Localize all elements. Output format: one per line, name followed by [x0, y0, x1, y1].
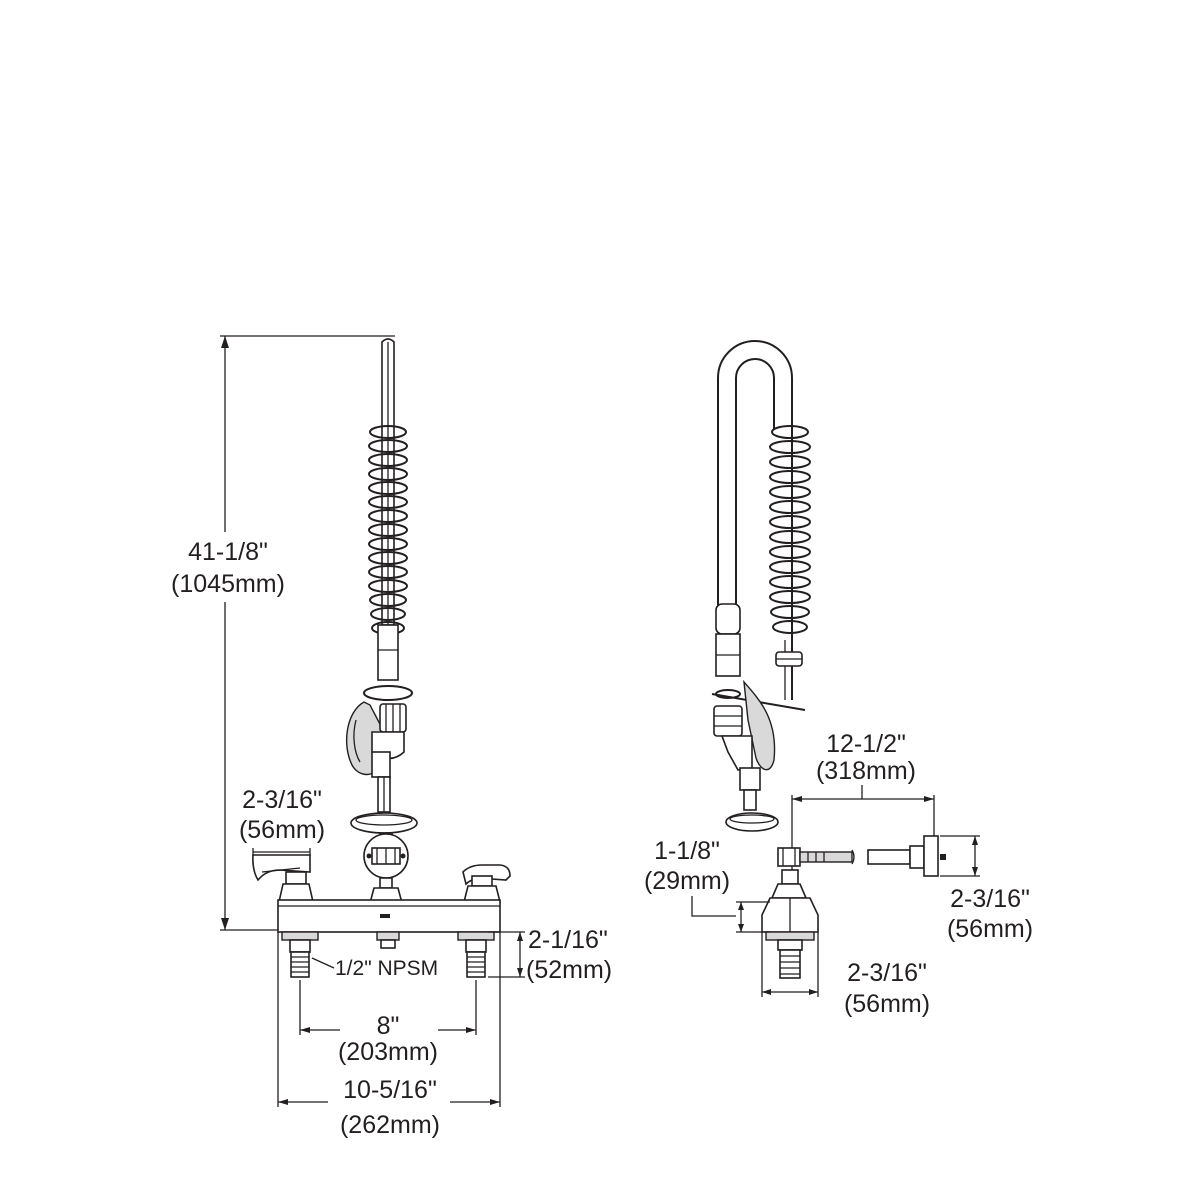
left-lever-handle — [252, 854, 314, 903]
wall-bracket-front — [363, 832, 409, 904]
deck-height-imperial: 1-1/8" — [654, 837, 720, 865]
side-spring — [769, 425, 811, 667]
reach-metric: (318mm) — [816, 757, 916, 785]
bracket-plate-dimension: 2-3/16" (56mm) — [940, 835, 1033, 943]
right-shank — [457, 931, 495, 978]
overall-height-dimension: 41-1/8" (1045mm) — [150, 335, 395, 931]
handle-height-metric: (56mm) — [239, 816, 325, 844]
npsm-label: 1/2" NPSM — [335, 957, 438, 980]
deck-height-metric: (29mm) — [644, 867, 730, 895]
gooseneck-hose — [717, 340, 793, 700]
shank-length-imperial: 2-1/16" — [528, 926, 608, 954]
center-spacing-metric: (203mm) — [338, 1038, 438, 1066]
body-width-metric: (262mm) — [340, 1111, 440, 1139]
bracket-plate-metric: (56mm) — [947, 915, 1033, 943]
overall-height-metric: (1045mm) — [171, 570, 285, 598]
base-depth-dimension: 2-3/16" (56mm) — [761, 932, 930, 1018]
npsm-callout: 1/2" NPSM — [311, 957, 438, 980]
center-spacing-dimension: 8" (203mm) — [299, 980, 477, 1066]
front-view: 41-1/8" (1045mm) — [150, 335, 612, 1140]
center-spacing-imperial: 8" — [377, 1012, 400, 1040]
overall-height-imperial: 41-1/8" — [188, 538, 268, 566]
side-base — [761, 866, 819, 979]
right-lever-handle — [462, 864, 511, 903]
reach-imperial: 12-1/2" — [826, 730, 906, 758]
shank-length-dimension: 2-1/16" (52mm) — [488, 926, 612, 984]
left-shank — [281, 931, 319, 978]
shank-length-metric: (52mm) — [526, 956, 612, 984]
handle-height-imperial: 2-3/16" — [242, 786, 322, 814]
base-depth-imperial: 2-3/16" — [847, 959, 927, 987]
center-outlet — [376, 931, 400, 949]
body-width-dimension: 10-5/16" (262mm) — [277, 932, 501, 1140]
side-view: 12-1/2" (318mm) 2-3/16" — [644, 340, 1033, 1018]
spray-valve — [345, 624, 418, 834]
reach-dimension: 12-1/2" (318mm) — [791, 730, 935, 860]
body-width-imperial: 10-5/16" — [343, 1076, 437, 1104]
side-spray-valve — [711, 603, 806, 832]
base-depth-metric: (56mm) — [844, 990, 930, 1018]
deck-height-dimension: 1-1/8" (29mm) — [644, 837, 770, 933]
pre-rinse-spring — [368, 425, 408, 635]
handle-height-dimension: 2-3/16" (56mm) — [239, 786, 325, 856]
deck-body — [277, 899, 501, 933]
bracket-plate-imperial: 2-3/16" — [950, 885, 1030, 913]
wall-bracket-arm — [777, 835, 946, 877]
